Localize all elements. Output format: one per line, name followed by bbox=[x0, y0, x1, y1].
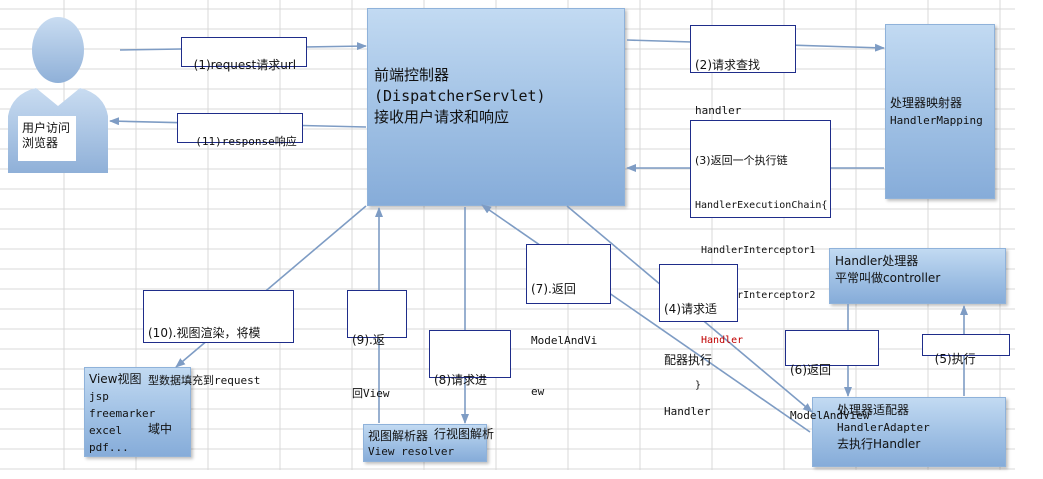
step-4-text-3: Handler bbox=[664, 405, 711, 418]
user-label: 用户访问 浏览器 bbox=[18, 116, 76, 161]
step-4-text-1: (4)请求适 bbox=[664, 302, 717, 316]
step-10-label: (10).视图渲染，将模 型数据填充到request 域中 bbox=[143, 290, 294, 436]
step-7-text-1: (7).返回 bbox=[531, 282, 576, 296]
view-excel: excel bbox=[89, 424, 123, 437]
handler-adapter-class: HandlerAdapter bbox=[837, 421, 930, 434]
handler-desc: 平常叫做controller bbox=[835, 271, 941, 285]
step-1-label: (1)request请求url bbox=[181, 37, 307, 72]
step-2-text-2: handler bbox=[695, 104, 742, 117]
step-7-text-3: ew bbox=[531, 385, 545, 398]
view-resolver-title: 视图解析器 bbox=[368, 429, 429, 443]
front-controller-desc: 接收用户请求和响应 bbox=[374, 108, 510, 126]
step-1-text: (1)request请求url bbox=[193, 58, 297, 72]
step-7-label: (7).返回 ModelAndVi ew bbox=[526, 244, 611, 398]
step-8-label: (8)请求进 行视图解析 bbox=[429, 330, 511, 441]
handler-adapter-desc: 去执行Handler bbox=[837, 437, 921, 451]
step-3-text-6: } bbox=[695, 380, 702, 391]
front-controller-class: (DispatcherServlet) bbox=[374, 87, 546, 105]
step-5-text: (5)执行 bbox=[934, 352, 976, 366]
step-9-text-2: 回View bbox=[352, 387, 390, 400]
front-controller-box: 前端控制器 (DispatcherServlet) 接收用户请求和响应 bbox=[367, 8, 625, 206]
step-4-label: (4)请求适 配器执行 Handler bbox=[659, 264, 738, 418]
user-browser-node: 用户访问 浏览器 bbox=[8, 8, 118, 173]
handler-box: Handler处理器 平常叫做controller bbox=[829, 248, 1006, 304]
step-3-text-2: HandlerExecutionChain{ bbox=[695, 200, 828, 211]
step-9-label: (9).返 回View bbox=[347, 290, 407, 400]
step-10-text-1: (10).视图渲染，将模 bbox=[148, 326, 261, 340]
step-4-text-2: 配器执行 bbox=[664, 353, 713, 367]
user-label-line2: 浏览器 bbox=[22, 136, 59, 150]
step-10-text-2: 型数据填充到request bbox=[148, 374, 261, 387]
handler-adapter-box: 处理器适配器 HandlerAdapter 去执行Handler bbox=[812, 397, 1006, 467]
step-3-text-1: (3)返回一个执行链 bbox=[695, 154, 788, 167]
step-2-label: (2)请求查找 handler bbox=[690, 25, 796, 117]
step-5-label: (5)执行 bbox=[922, 334, 1010, 366]
view-box: View视图 jsp freemarker excel pdf... bbox=[84, 367, 191, 457]
view-pdf: pdf... bbox=[89, 441, 129, 454]
front-controller-title: 前端控制器 bbox=[374, 66, 450, 84]
step-2-text-1: (2)请求查找 bbox=[695, 58, 760, 72]
step-9-text-1: (9).返 bbox=[352, 333, 385, 347]
step-7-text-2: ModelAndVi bbox=[531, 334, 598, 347]
step-11-label: (11)response响应 bbox=[177, 113, 303, 148]
step-6-label: (6)返回 ModelAndView bbox=[785, 330, 879, 422]
view-freemarker: freemarker bbox=[89, 407, 156, 420]
view-jsp: jsp bbox=[89, 390, 109, 403]
step-3-text-4: HandlerInterceptor2 bbox=[695, 290, 816, 301]
step-3-text-5: Handler bbox=[695, 335, 744, 346]
handler-title: Handler处理器 bbox=[835, 254, 919, 268]
handler-adapter-title: 处理器适配器 bbox=[837, 403, 910, 417]
handler-mapping-title: 处理器映射器 bbox=[890, 96, 963, 110]
step-3-text-3: HandlerInterceptor1 bbox=[695, 245, 816, 256]
step-6-text-1: (6)返回 bbox=[790, 363, 831, 377]
handler-mapping-box: 处理器映射器 HandlerMapping bbox=[885, 24, 995, 199]
user-label-line1: 用户访问 bbox=[22, 121, 71, 135]
step-10-text-3: 域中 bbox=[148, 422, 173, 436]
view-resolver-class: View resolver bbox=[368, 445, 455, 458]
step-6-text-2: ModelAndView bbox=[790, 409, 870, 422]
step-8-text-1: (8)请求进 bbox=[434, 373, 487, 387]
step-11-text: (11)response响应 bbox=[195, 135, 297, 148]
handler-mapping-class: HandlerMapping bbox=[890, 114, 983, 127]
step-8-text-2: 行视图解析 bbox=[434, 427, 495, 441]
view-resolver-box: 视图解析器 View resolver bbox=[363, 424, 487, 462]
view-title: View视图 bbox=[89, 372, 142, 386]
step-3-label: (3)返回一个执行链 HandlerExecutionChain{ Handle… bbox=[690, 120, 831, 391]
